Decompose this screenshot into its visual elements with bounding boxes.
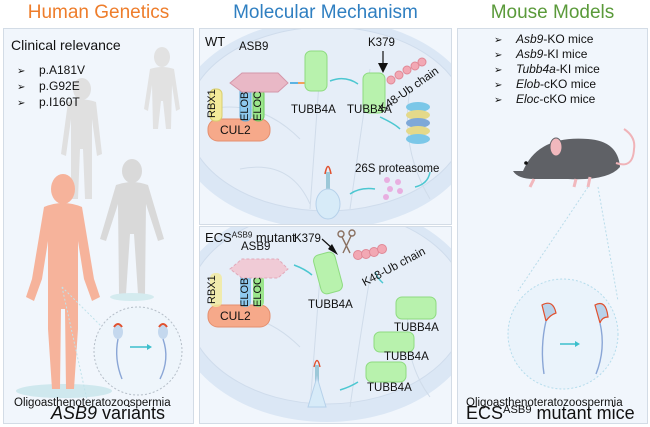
background-human-figure (100, 159, 164, 301)
scissors-icon (337, 229, 356, 254)
bullet-arrow-icon: ➢ (494, 35, 503, 46)
mouse-model-item: ➢Asb9-KO mice (494, 32, 594, 46)
mutant-panel: ECSASB9 mutant ASB9 RBX1 ELOB ELOC CUL2 … (199, 226, 452, 424)
human-genetics-panel: Clinical relevance ➢p.A181V ➢p.G92E ➢p.I… (3, 28, 194, 424)
abnormal-spermatid (307, 359, 327, 408)
mouse-model-item: ➢Elob-cKO mice (494, 77, 597, 91)
bullet-arrow-icon: ➢ (494, 95, 503, 106)
k379-site-arrow-icon (378, 63, 388, 73)
tubb4a-label: TUBB4A (308, 299, 353, 311)
mouse-model-item: ➢Tubb4a-KI mice (494, 62, 600, 76)
tubb4a-protein (313, 251, 343, 295)
asb9-variants-caption: ASB9 variants (51, 403, 166, 423)
ubiquitin-chain (353, 244, 387, 260)
wt-mechanism-diagram (200, 29, 451, 224)
k379-label: K379 (368, 37, 395, 49)
asb9-label: ASB9 (239, 41, 269, 53)
mouse-model-item: ➢Asb9-KI mice (494, 47, 588, 61)
human-figures-illustration (16, 47, 183, 410)
variant-item: ➢p.G92E (17, 79, 80, 93)
background-human-figure (61, 78, 102, 199)
mouse-icon (513, 128, 636, 188)
asb9-mutant-protein (229, 258, 289, 279)
mouse-illustration (507, 128, 636, 390)
phenotype-label: Oligoasthenoteratozoospermia (466, 397, 623, 409)
arrow-icon (329, 77, 359, 85)
tubb4a-protein (373, 331, 415, 353)
bullet-arrow-icon: ➢ (17, 82, 26, 93)
rbx1-protein (210, 273, 222, 307)
bullet-arrow-icon: ➢ (494, 65, 503, 76)
human-genetics-title: Human Genetics (27, 2, 170, 23)
spermatid (315, 165, 341, 220)
mutant-mechanism-diagram (200, 227, 451, 422)
tubb4a-label: TUBB4A (291, 104, 336, 116)
mouse-models-title: Mouse Models (490, 2, 615, 23)
k379-label: K379 (294, 233, 321, 245)
wt-panel: WT ASB9 RBX1 ELOB ELOC CUL2 TUBB4A TUBB4… (199, 28, 452, 225)
rbx1-label: RBX1 (206, 275, 218, 304)
asb9-protein (229, 72, 289, 93)
cul2-label: CUL2 (220, 123, 251, 137)
peptide-fragments (383, 177, 403, 200)
mouse-model-item: ➢Eloc-cKO mice (494, 92, 596, 106)
floor-shadow (16, 384, 112, 398)
ubiquitin-chain (386, 57, 427, 85)
phenotype-label: Oligoasthenoteratozoospermia (14, 397, 171, 409)
elob-label: ELOB (239, 277, 251, 307)
clinical-relevance-label: Clinical relevance (11, 37, 121, 53)
variant-item: ➢p.A181V (17, 63, 86, 77)
tubb4a-protein (365, 361, 407, 383)
rbx1-label: RBX1 (206, 89, 218, 118)
tubb4a-label: TUBB4A (367, 382, 412, 394)
wt-label: WT (205, 34, 226, 49)
bullet-arrow-icon: ➢ (494, 50, 503, 61)
variant-item: ➢p.I160T (17, 95, 80, 109)
tubb4a-protein (395, 296, 437, 320)
bullet-arrow-icon: ➢ (494, 80, 503, 91)
ecs-asb9-mutant-mice-caption: ECSASB9 mutant mice (466, 403, 635, 423)
cul2-protein (207, 118, 271, 142)
mouse-models-panel: ➢Asb9-KO mice ➢Asb9-KI mice ➢Tubb4a-KI m… (457, 28, 648, 424)
cul2-label: CUL2 (220, 309, 251, 323)
k379-site-arrow-icon (328, 244, 338, 255)
proteasome-label: 26S proteasome (355, 163, 440, 175)
tubb4a-protein (362, 72, 386, 114)
patient-figure (26, 174, 100, 389)
eloc-label: ELOC (252, 91, 264, 121)
elob-protein (240, 273, 251, 307)
ecs-asb9-mutant-label: ECSASB9 mutant (205, 230, 296, 245)
molecular-mechanism-title: Molecular Mechanism (233, 2, 418, 23)
proteasome-26s (406, 102, 430, 144)
elob-label: ELOB (239, 91, 251, 121)
cul2-protein (207, 304, 271, 328)
tubb4a-label: TUBB4A (394, 322, 439, 334)
rbx1-protein (209, 88, 223, 122)
sperm-inset (93, 306, 183, 396)
background-human-figure (144, 47, 180, 129)
eloc-label: ELOC (252, 277, 264, 307)
tubb4a-protein (304, 50, 328, 92)
eloc-protein (253, 275, 264, 307)
tubb4a-label: TUBB4A (347, 104, 392, 116)
mouse-sperm-inset (507, 278, 619, 390)
bullet-arrow-icon: ➢ (17, 98, 26, 109)
bullet-arrow-icon: ➢ (17, 66, 26, 77)
zoom-guide-lines (517, 186, 619, 302)
tubb4a-label: TUBB4A (384, 351, 429, 363)
asb9-label: ASB9 (241, 241, 271, 253)
